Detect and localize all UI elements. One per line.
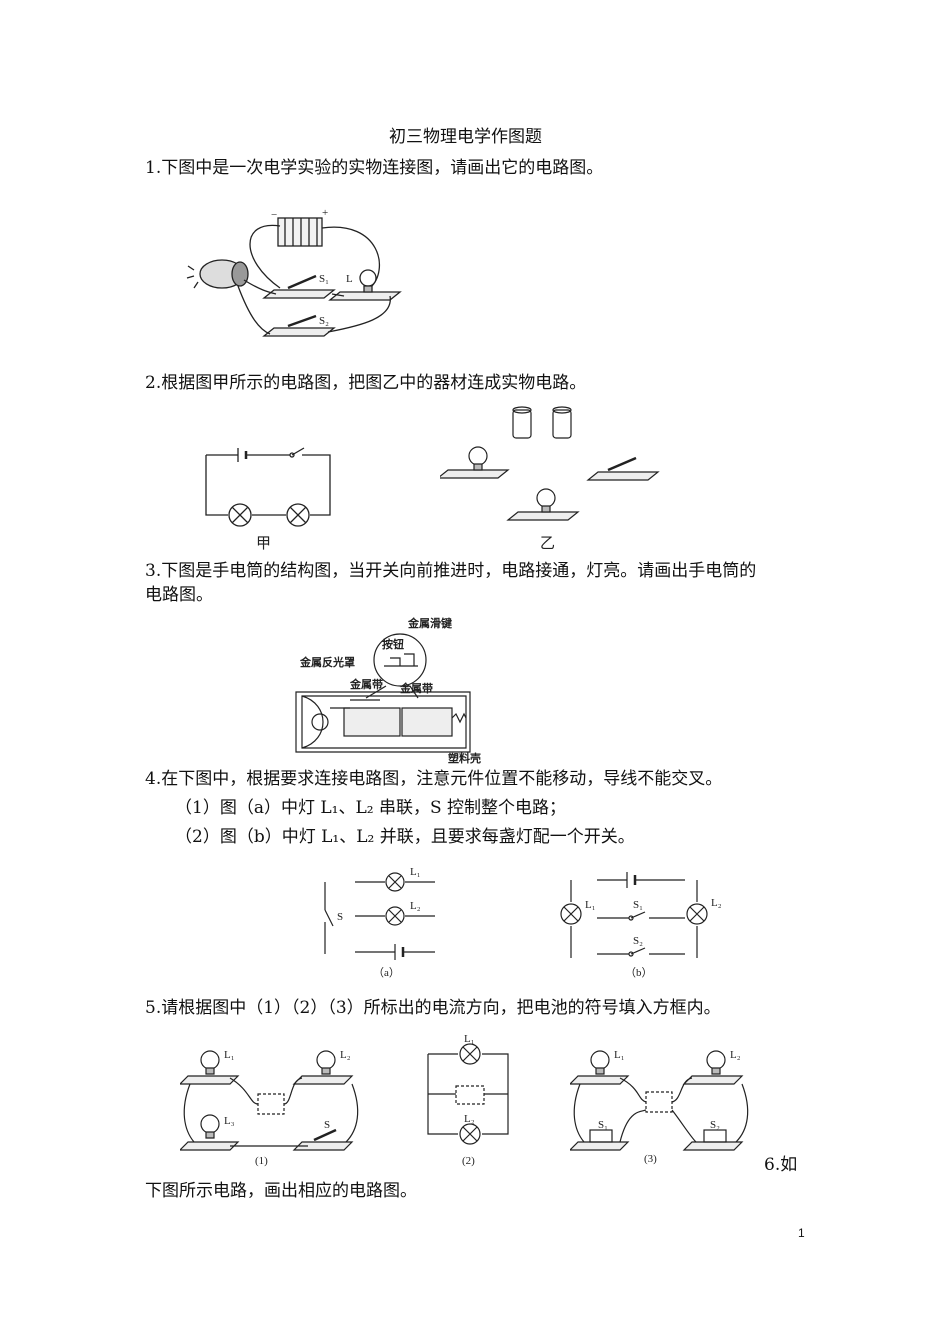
label-metal-reflector: 金属反光罩 xyxy=(299,655,355,669)
f3-s2-label: S₂ xyxy=(710,1119,720,1131)
q5-figure-2: L₁ L₂ (2) xyxy=(427,1033,509,1167)
f1-s-label: S xyxy=(324,1119,330,1131)
battery-minus: − xyxy=(271,209,277,221)
page-title: 初三物理电学作图题 xyxy=(389,127,542,147)
question-4-sub-1: （1）图（a）中灯 L₁、L₂ 串联，S 控制整个电路； xyxy=(175,798,567,818)
question-6-text: 下图所示电路，画出相应的电路图。 xyxy=(145,1181,417,1201)
f1-l2-label: L₂ xyxy=(340,1049,351,1061)
a-s-label: S xyxy=(337,911,343,923)
b-s1-label: S₁ xyxy=(633,899,643,911)
label-metal-strip-2: 金属带 xyxy=(399,681,433,695)
f2-l2-label: L₂ xyxy=(464,1113,475,1125)
question-3-line1: 3.下图是手电筒的结构图，当开关向前推进时，电路接通，灯亮。请画出手电筒的 xyxy=(145,561,757,581)
switch-s1-label: S₁ xyxy=(319,273,329,285)
question-1-text: 1.下图中是一次电学实验的实物连接图，请画出它的电路图。 xyxy=(145,158,604,178)
b-l2-label: L₂ xyxy=(711,897,722,909)
f1-caption: (1) xyxy=(255,1155,268,1167)
label-plastic-shell: 塑料壳 xyxy=(448,751,481,764)
b-l1-label: L₁ xyxy=(585,899,596,911)
figure-jia-caption: 甲 xyxy=(256,536,271,550)
question-4-sub-2: （2）图（b）中灯 L₁、L₂ 并联，且要求每盏灯配一个开关。 xyxy=(175,827,635,847)
question-5-text: 5.请根据图中（1）（2）（3）所标出的电流方向，把电池的符号填入方框内。 xyxy=(145,998,721,1018)
f3-s1-label: S₁ xyxy=(598,1119,608,1131)
q1-figure: − + S₁ L S₂ xyxy=(186,207,402,337)
figure-yi-caption: 乙 xyxy=(540,536,555,550)
a-l2-label: L₂ xyxy=(410,900,421,912)
f3-caption: (3) xyxy=(644,1153,657,1165)
f1-l1-label: L₁ xyxy=(224,1049,235,1061)
question-2-text: 2.根据图甲所示的电路图，把图乙中的器材连成实物电路。 xyxy=(145,373,587,393)
b-s2-label: S₂ xyxy=(633,935,643,947)
question-4-text: 4.在下图中，根据要求连接电路图，注意元件位置不能移动，导线不能交叉。 xyxy=(145,769,723,789)
a-caption: （a） xyxy=(373,966,400,979)
f2-l1-label: L₁ xyxy=(464,1033,475,1045)
page-number: 1 xyxy=(798,1226,805,1240)
q2-figure-a: 甲 xyxy=(205,447,331,550)
f3-l2-label: L₂ xyxy=(730,1049,741,1061)
q5-figure-3: L₁ L₂ S₁ S₂ (3) xyxy=(570,1049,749,1165)
q5-figure-1: L₁ L₂ L₃ S (1) xyxy=(180,1049,359,1167)
switch-s2-label: S₂ xyxy=(319,315,329,327)
battery-plus: + xyxy=(322,207,328,219)
q4-figure-a: L₁ L₂ S （a） xyxy=(324,866,435,979)
q4-figure-b: L₁ L₂ S₁ S₂ （b） xyxy=(560,872,722,979)
f1-l3-label: L₃ xyxy=(224,1115,235,1127)
b-caption: （b） xyxy=(625,966,653,979)
label-metal-strip-1: 金属带 xyxy=(349,677,383,691)
lamp-l-label: L xyxy=(346,273,353,285)
q3-flashlight-figure: 金属滑键 按钮 金属反光罩 金属带 金属带 塑料壳 xyxy=(295,616,481,764)
q2-figure-b: 乙 xyxy=(440,406,660,550)
f3-l1-label: L₁ xyxy=(614,1049,625,1061)
f2-caption: (2) xyxy=(462,1155,475,1167)
question-6-start: 6.如 xyxy=(764,1155,798,1175)
label-button: 按钮 xyxy=(382,637,404,651)
question-3-line2: 电路图。 xyxy=(145,585,213,605)
label-metal-slider: 金属滑键 xyxy=(407,616,453,630)
a-l1-label: L₁ xyxy=(410,866,421,878)
